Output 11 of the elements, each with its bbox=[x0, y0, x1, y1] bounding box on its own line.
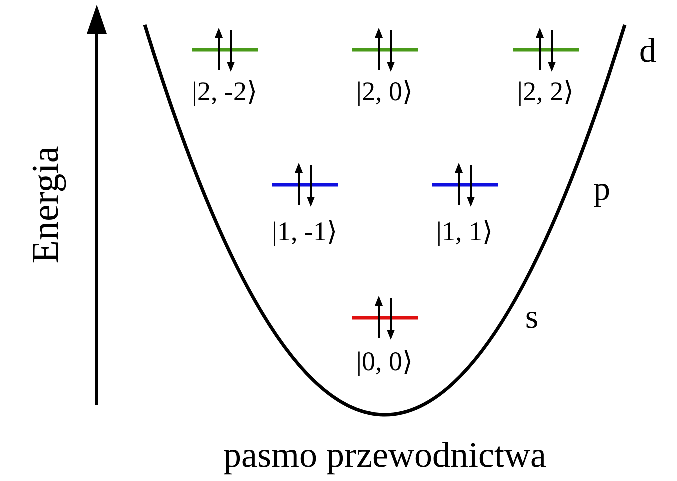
state-label: |1, -1⟩ bbox=[272, 218, 338, 246]
state-label: |2, 2⟩ bbox=[518, 78, 574, 106]
band-letter: p bbox=[594, 173, 610, 207]
axis-label: Energia bbox=[27, 146, 65, 264]
state-label: |0, 0⟩ bbox=[356, 348, 414, 376]
band-letter: s bbox=[525, 301, 539, 335]
state-label: |2, -2⟩ bbox=[192, 78, 258, 106]
band-letter: d bbox=[640, 35, 656, 69]
band-name: pasmo przewodnictwa bbox=[224, 437, 546, 473]
state-label: |2, 0⟩ bbox=[356, 78, 414, 106]
state-label: |1, 1⟩ bbox=[436, 218, 494, 246]
